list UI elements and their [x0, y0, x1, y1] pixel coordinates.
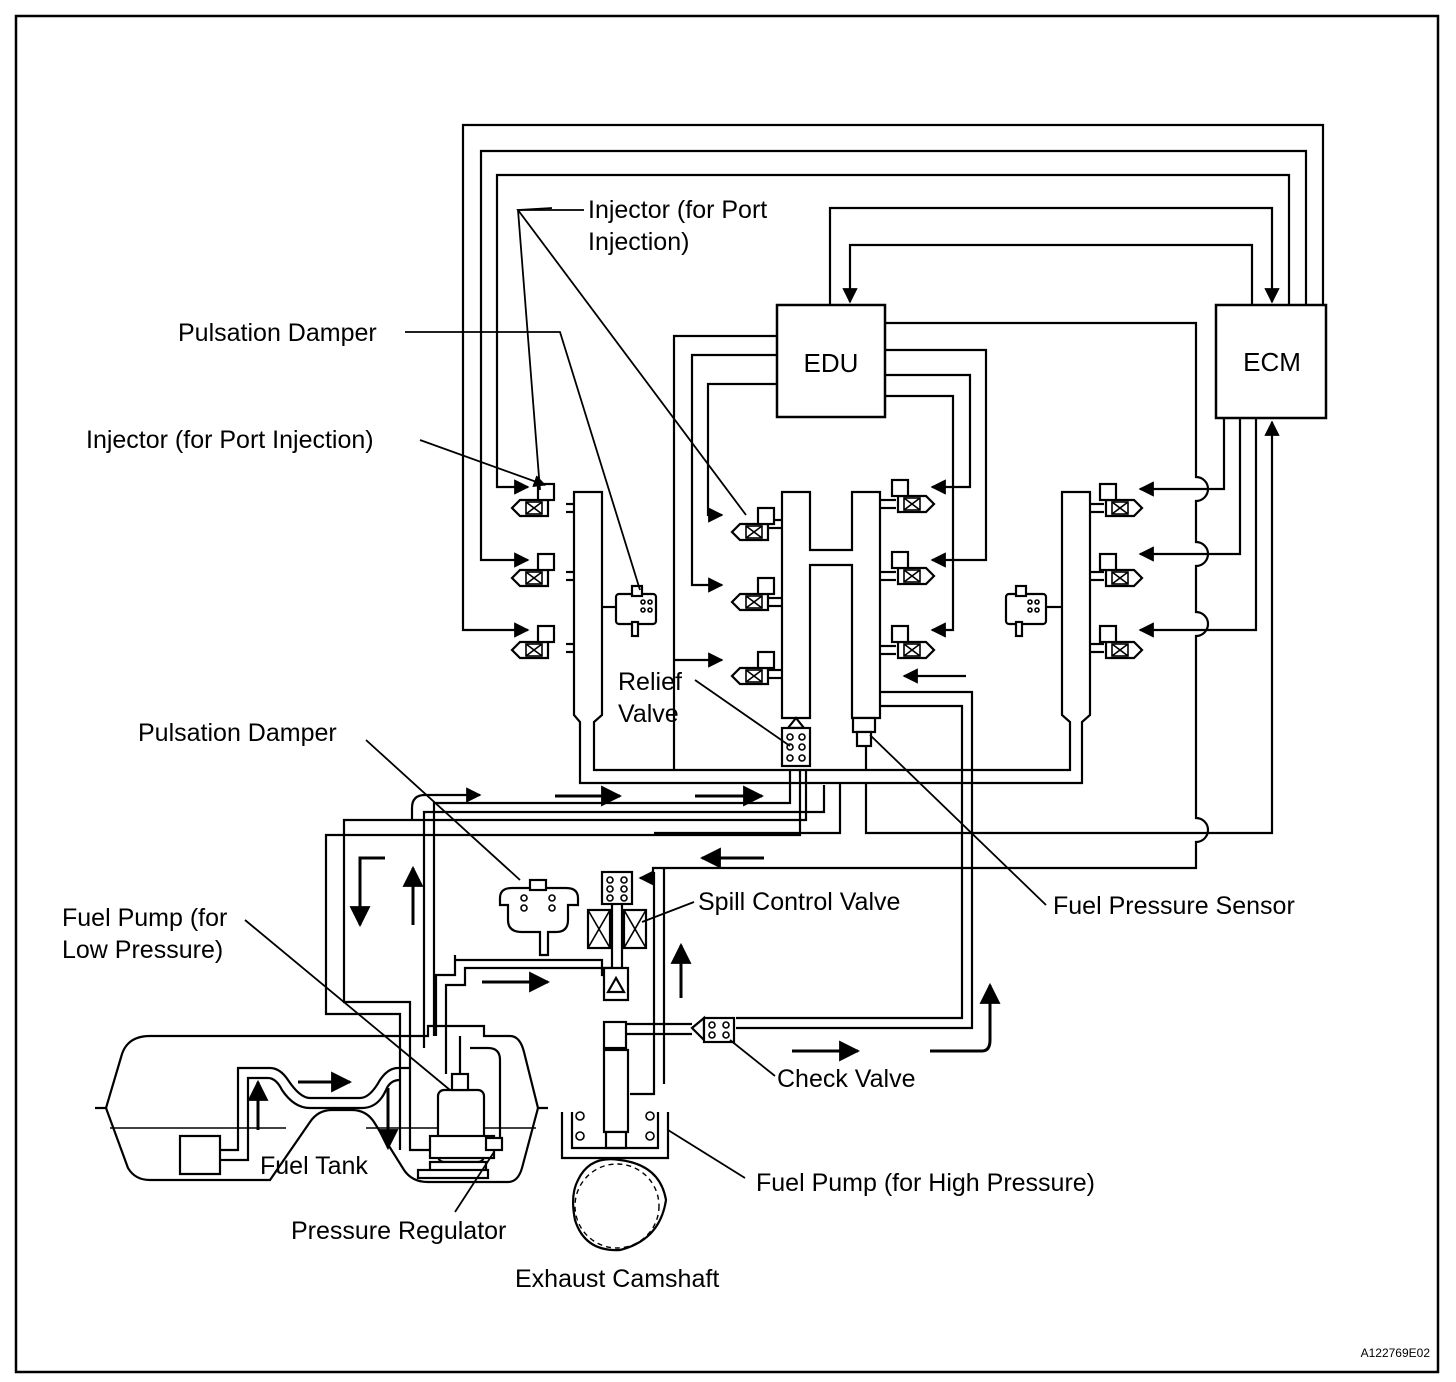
- check-valve: [626, 1015, 736, 1044]
- ecm-label: ECM: [1243, 347, 1301, 377]
- exhaust-camshaft: [571, 1158, 668, 1252]
- center-delivery-pipes: [736, 490, 974, 1030]
- label-fuel-tank: Fuel Tank: [260, 1152, 368, 1180]
- label-fuel-pump-high: Fuel Pump (for High Pressure): [756, 1169, 1095, 1197]
- low-pressure-lines: [324, 770, 842, 1150]
- label-pulsation-damper-lower: Pulsation Damper: [138, 719, 337, 747]
- label-fuel-pressure-sensor: Fuel Pressure Sensor: [1053, 892, 1295, 920]
- label-pressure-regulator: Pressure Regulator: [291, 1217, 506, 1245]
- center-injector-2: [730, 576, 776, 612]
- left-injector-1: [510, 482, 556, 518]
- label-injector-port-top-1: Injector (for Port: [588, 196, 767, 224]
- left-injector-2: [510, 552, 556, 588]
- label-fuel-pump-low-1: Fuel Pump (for: [62, 904, 227, 932]
- pulsation-damper-right: [1004, 584, 1062, 638]
- label-injector-port-left: Injector (for Port Injection): [86, 426, 374, 454]
- edu-injector-wiring: [672, 334, 988, 772]
- edu-label: EDU: [804, 348, 859, 378]
- right-injector-3: [1098, 624, 1144, 660]
- label-pulsation-damper-upper: Pulsation Damper: [178, 319, 377, 347]
- label-spill-control-valve: Spill Control Valve: [698, 888, 900, 916]
- right-delivery-pipe: [1090, 502, 1104, 654]
- label-fuel-pump-low-2: Low Pressure): [62, 936, 223, 964]
- edu-box: EDU: [775, 303, 887, 419]
- fuel-pressure-sensor: [851, 716, 877, 748]
- labels: Injector (for Port Injection) Pulsation …: [62, 196, 1430, 1360]
- high-pressure-pump: [560, 966, 670, 1160]
- pulsation-damper-left: [602, 584, 658, 638]
- ecm-edu-wiring: [828, 206, 1280, 305]
- label-relief-valve-1: Relief: [618, 668, 682, 696]
- left-delivery-pipe: [566, 490, 1092, 785]
- label-exhaust-camshaft: Exhaust Camshaft: [515, 1265, 719, 1293]
- ecm-box: ECM: [1214, 303, 1328, 420]
- ecm-left-wiring: [461, 123, 1325, 638]
- center-injector-3: [730, 650, 776, 686]
- low-pressure-pump: [408, 1036, 504, 1180]
- fuel-tank: [95, 1024, 548, 1184]
- center-injector-6: [890, 624, 936, 660]
- label-check-valve: Check Valve: [777, 1065, 916, 1093]
- relief-valve: [780, 716, 812, 768]
- label-relief-valve-2: Valve: [618, 700, 679, 728]
- spill-control-valve: [586, 868, 666, 1096]
- ecm-right-wiring: [651, 321, 1280, 878]
- right-injector-2: [1098, 552, 1144, 588]
- center-injector-5: [890, 550, 936, 586]
- leader-lines: [244, 207, 1047, 1213]
- center-injector-1: [730, 506, 776, 542]
- right-injector-1: [1098, 482, 1144, 518]
- center-injector-4: [890, 478, 936, 514]
- figure-code: A122769E02: [1361, 1346, 1431, 1360]
- pulsation-damper-lower: [498, 878, 580, 957]
- frame-border: [14, 14, 1440, 1374]
- label-injector-port-top-2: Injection): [588, 228, 689, 256]
